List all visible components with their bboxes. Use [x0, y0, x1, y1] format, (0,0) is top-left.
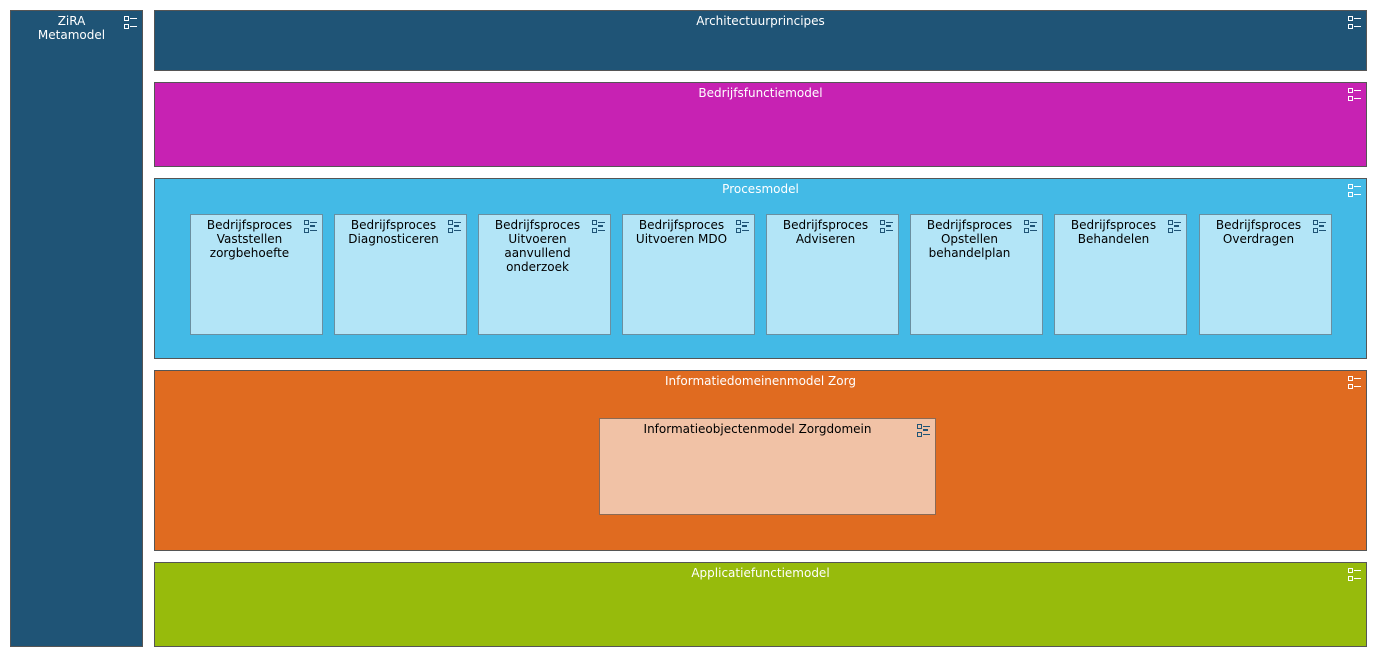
bp-line2: Vaststellen — [216, 232, 283, 246]
bedrijfsproces-title: Bedrijfsproces Diagnosticeren — [335, 218, 466, 246]
bp-line3: zorgbehoefte — [209, 246, 290, 260]
process-grouping-icon — [448, 220, 462, 234]
bp-line1: Bedrijfsproces — [1215, 218, 1302, 232]
bp-line2: Uitvoeren — [508, 232, 567, 246]
process-grouping-icon — [592, 220, 606, 234]
bp-line4: onderzoek — [506, 260, 569, 274]
informatiedomeinenmodel-title: Informatiedomeinenmodel Zorg — [665, 374, 856, 388]
bp-line2: Overdragen — [1222, 232, 1295, 246]
grouping-icon — [1348, 88, 1362, 102]
bp-line2: Opstellen — [940, 232, 999, 246]
bedrijfsproces-vaststellen-zorgbehoefte[interactable]: Bedrijfsproces Vaststellen zorgbehoefte — [190, 214, 323, 335]
bp-line1: Bedrijfsproces — [782, 218, 869, 232]
architectuurprincipes-title: Architectuurprincipes — [696, 14, 825, 28]
informatieobjectenmodel-title: Informatieobjectenmodel Zorgdomein — [643, 422, 872, 436]
bp-line2: Adviseren — [795, 232, 856, 246]
zira-title-line1: ZiRA — [57, 14, 86, 28]
procesmodel-title: Procesmodel — [722, 182, 799, 196]
bedrijfsproces-overdragen[interactable]: Bedrijfsproces Overdragen — [1199, 214, 1332, 335]
informatiedomeinenmodel-group[interactable]: Informatiedomeinenmodel Zorg Informatieo… — [154, 370, 1367, 551]
bp-line1: Bedrijfsproces — [494, 218, 581, 232]
process-grouping-icon — [1168, 220, 1182, 234]
applicatiefunctiemodel-title: Applicatiefunctiemodel — [691, 566, 830, 580]
grouping-icon — [1348, 184, 1362, 198]
process-grouping-icon — [1024, 220, 1038, 234]
bp-line3: behandelplan — [928, 246, 1011, 260]
bp-line2: Behandelen — [1077, 232, 1150, 246]
grouping-icon — [1348, 376, 1362, 390]
bedrijfsproces-title: Bedrijfsproces Behandelen — [1055, 218, 1186, 246]
zira-title-line2: Metamodel — [37, 28, 106, 42]
bedrijfsproces-diagnosticeren[interactable]: Bedrijfsproces Diagnosticeren — [334, 214, 467, 335]
bp-line1: Bedrijfsproces — [1070, 218, 1157, 232]
bp-line2: Uitvoeren MDO — [635, 232, 728, 246]
bp-line1: Bedrijfsproces — [350, 218, 437, 232]
bp-line1: Bedrijfsproces — [206, 218, 293, 232]
bp-line1: Bedrijfsproces — [638, 218, 725, 232]
grouping-icon — [1348, 568, 1362, 582]
bp-line2: Diagnosticeren — [348, 232, 439, 246]
zira-metamodel-group[interactable]: ZiRA Metamodel — [10, 10, 143, 647]
bedrijfsproces-title: Bedrijfsproces Uitvoeren aanvullend onde… — [479, 218, 610, 274]
bedrijfsproces-title: Bedrijfsproces Uitvoeren MDO — [623, 218, 754, 246]
bedrijfsproces-title: Bedrijfsproces Adviseren — [767, 218, 898, 246]
bedrijfsproces-title: Bedrijfsproces Vaststellen zorgbehoefte — [191, 218, 322, 260]
architectuurprincipes-group[interactable]: Architectuurprincipes — [154, 10, 1367, 71]
informatieobjectenmodel-zorgdomein[interactable]: Informatieobjectenmodel Zorgdomein — [599, 418, 936, 515]
process-grouping-icon — [917, 424, 931, 438]
process-grouping-icon — [736, 220, 750, 234]
applicatiefunctiemodel-group[interactable]: Applicatiefunctiemodel — [154, 562, 1367, 647]
bedrijfsproces-opstellen-behandelplan[interactable]: Bedrijfsproces Opstellen behandelplan — [910, 214, 1043, 335]
process-grouping-icon — [304, 220, 318, 234]
bp-line1: Bedrijfsproces — [926, 218, 1013, 232]
procesmodel-group[interactable]: Procesmodel Bedrijfsproces Vaststellen z… — [154, 178, 1367, 359]
bedrijfsproces-uitvoeren-aanvullend-onderzoek[interactable]: Bedrijfsproces Uitvoeren aanvullend onde… — [478, 214, 611, 335]
bedrijfsfunctiemodel-title: Bedrijfsfunctiemodel — [698, 86, 823, 100]
grouping-icon — [124, 16, 138, 30]
bedrijfsproces-title: Bedrijfsproces Opstellen behandelplan — [911, 218, 1042, 260]
bedrijfsfunctiemodel-group[interactable]: Bedrijfsfunctiemodel — [154, 82, 1367, 167]
process-grouping-icon — [1313, 220, 1327, 234]
grouping-icon — [1348, 16, 1362, 30]
zira-metamodel-title: ZiRA Metamodel — [11, 14, 142, 42]
process-grouping-icon — [880, 220, 894, 234]
bedrijfsproces-uitvoeren-mdo[interactable]: Bedrijfsproces Uitvoeren MDO — [622, 214, 755, 335]
bp-line3: aanvullend — [504, 246, 571, 260]
bedrijfsproces-adviseren[interactable]: Bedrijfsproces Adviseren — [766, 214, 899, 335]
bedrijfsproces-behandelen[interactable]: Bedrijfsproces Behandelen — [1054, 214, 1187, 335]
bedrijfsproces-title: Bedrijfsproces Overdragen — [1200, 218, 1331, 246]
